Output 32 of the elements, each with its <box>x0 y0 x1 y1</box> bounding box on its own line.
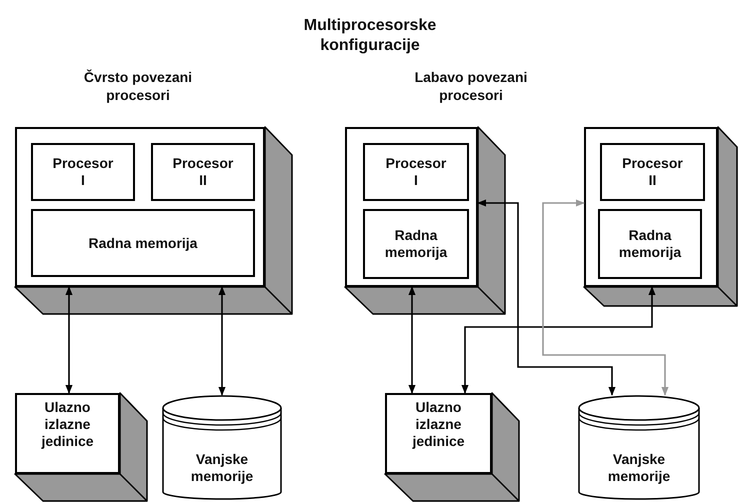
diagram-title: Multiprocesorske konfiguracije <box>302 16 438 56</box>
component-box <box>600 143 705 201</box>
node-label: Vanjske memorije <box>608 450 670 484</box>
cabinet-box <box>15 393 120 474</box>
connector-arrow <box>461 286 656 394</box>
connector-arrow <box>408 286 416 394</box>
component-box <box>151 143 255 201</box>
node-label: Radna memorija <box>618 227 682 261</box>
cabinet-box <box>15 127 265 287</box>
node-label: Procesor I <box>52 155 114 189</box>
node-label: Procesor II <box>622 155 683 189</box>
cabinet-box <box>584 127 718 287</box>
node-label: Vanjske memorije <box>190 450 254 484</box>
connector-arrow <box>542 199 669 396</box>
connector-arrow <box>477 199 616 396</box>
node-label: Ulazno izlazne jedinice <box>41 399 94 450</box>
node-label: Radna memorija <box>384 227 448 261</box>
connector-arrow <box>65 286 73 394</box>
node-label: Procesor II <box>172 155 234 189</box>
component-box <box>363 209 469 279</box>
node-label: Procesor I <box>386 155 446 189</box>
node-label: Ulazno izlazne jedinice <box>412 399 465 450</box>
node-label: Radna memorija <box>88 234 198 252</box>
connector-arrow <box>218 286 226 396</box>
component-box <box>363 143 469 201</box>
component-box <box>31 143 135 201</box>
cabinet-box <box>385 393 492 474</box>
group-heading: Čvrsto povezani procesori <box>82 68 194 104</box>
group-heading: Labavo povezani procesori <box>414 68 528 104</box>
cabinet-box <box>345 127 478 287</box>
component-box <box>598 209 702 279</box>
component-box <box>31 209 255 277</box>
